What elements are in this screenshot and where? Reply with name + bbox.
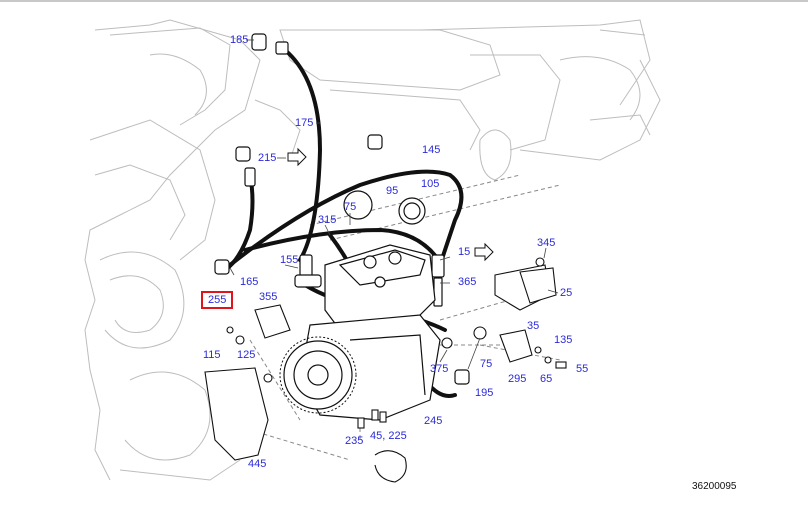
callout-25[interactable]: 25 bbox=[560, 287, 573, 299]
callout-155[interactable]: 155 bbox=[280, 254, 299, 266]
callout-255-highlighted[interactable]: 255 bbox=[201, 291, 234, 309]
callout-345[interactable]: 345 bbox=[537, 237, 556, 249]
hose-fittings bbox=[214, 33, 470, 385]
callout-295[interactable]: 295 bbox=[508, 373, 527, 385]
callout-375[interactable]: 375 bbox=[430, 363, 449, 375]
callout-235[interactable]: 235 bbox=[345, 435, 364, 447]
callout-145[interactable]: 145 bbox=[422, 144, 441, 156]
callout-45-225[interactable]: 45, 225 bbox=[370, 430, 407, 442]
callout-75-bottom[interactable]: 75 bbox=[480, 358, 493, 370]
callout-315[interactable]: 315 bbox=[318, 214, 337, 226]
callout-35[interactable]: 35 bbox=[527, 320, 540, 332]
callout-195[interactable]: 195 bbox=[475, 387, 494, 399]
top-rule bbox=[0, 0, 808, 2]
gear-teeth bbox=[279, 336, 357, 414]
callout-365[interactable]: 365 bbox=[458, 276, 477, 288]
callout-55[interactable]: 55 bbox=[576, 363, 589, 375]
small-parts bbox=[204, 257, 567, 483]
callout-185[interactable]: 185 bbox=[230, 34, 249, 46]
callout-355[interactable]: 355 bbox=[259, 291, 278, 303]
callout-165[interactable]: 165 bbox=[240, 276, 259, 288]
callout-65[interactable]: 65 bbox=[540, 373, 553, 385]
callout-215[interactable]: 215 bbox=[258, 152, 277, 164]
diagram-reference-code: 36200095 bbox=[692, 481, 737, 492]
callout-135[interactable]: 135 bbox=[554, 334, 573, 346]
callout-115[interactable]: 115 bbox=[203, 349, 221, 361]
callout-125[interactable]: 125 bbox=[237, 349, 256, 361]
callout-105[interactable]: 105 bbox=[421, 178, 440, 190]
callout-15[interactable]: 15 bbox=[458, 246, 471, 258]
callout-75-top[interactable]: 75 bbox=[344, 201, 357, 213]
callout-95[interactable]: 95 bbox=[386, 185, 399, 197]
callout-445[interactable]: 445 bbox=[248, 458, 267, 470]
arrow-indicators bbox=[287, 147, 494, 262]
callout-245[interactable]: 245 bbox=[424, 415, 443, 427]
air-compressor bbox=[283, 190, 441, 421]
callout-175[interactable]: 175 bbox=[295, 117, 314, 129]
callout-leaders bbox=[229, 39, 559, 370]
